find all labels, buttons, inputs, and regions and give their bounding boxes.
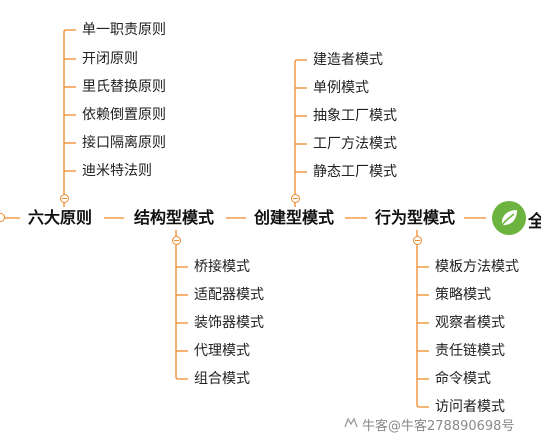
structural-item: 装饰器模式 xyxy=(194,315,264,331)
creational-item: 抽象工厂模式 xyxy=(313,108,397,124)
structural-node[interactable]: 结构型模式 xyxy=(134,208,215,227)
end-node[interactable]: 全 xyxy=(528,212,541,232)
watermark: 牛客@牛客278890698号 xyxy=(362,419,515,434)
creational-item: 静态工厂模式 xyxy=(313,164,397,180)
behavioral-item: 命令模式 xyxy=(435,371,491,387)
spring-leaf-icon xyxy=(492,201,526,235)
behavioral-node[interactable]: 行为型模式 xyxy=(375,208,456,227)
collapse-structural-icon[interactable] xyxy=(172,236,181,245)
expand-toggle-icon[interactable] xyxy=(0,213,5,222)
structural-item: 组合模式 xyxy=(194,371,250,387)
principle-item: 接口隔离原则 xyxy=(82,135,166,151)
collapse-creational-icon[interactable] xyxy=(291,194,300,203)
principle-item: 开闭原则 xyxy=(82,51,138,67)
behavioral-item: 策略模式 xyxy=(435,287,491,303)
principle-item: 里氏替换原则 xyxy=(82,79,166,95)
behavioral-item: 模板方法模式 xyxy=(435,259,519,275)
creational-node[interactable]: 创建型模式 xyxy=(254,208,335,227)
principles-node[interactable]: 六大原则 xyxy=(28,208,93,227)
principle-item: 单一职责原则 xyxy=(82,22,166,38)
collapse-principles-icon[interactable] xyxy=(60,194,69,203)
nowcoder-logo-icon xyxy=(344,417,358,428)
behavioral-item: 访问者模式 xyxy=(435,399,505,415)
principle-item: 迪米特法则 xyxy=(82,163,152,179)
structural-item: 适配器模式 xyxy=(194,287,264,303)
structural-item: 桥接模式 xyxy=(194,259,250,275)
structural-item: 代理模式 xyxy=(194,343,250,359)
collapse-behavioral-icon[interactable] xyxy=(413,236,422,245)
creational-item: 工厂方法模式 xyxy=(313,136,397,152)
creational-item: 建造者模式 xyxy=(313,52,383,68)
behavioral-item: 责任链模式 xyxy=(435,343,505,359)
principle-item: 依赖倒置原则 xyxy=(82,107,166,123)
creational-item: 单例模式 xyxy=(313,80,369,96)
behavioral-item: 观察者模式 xyxy=(435,315,505,331)
